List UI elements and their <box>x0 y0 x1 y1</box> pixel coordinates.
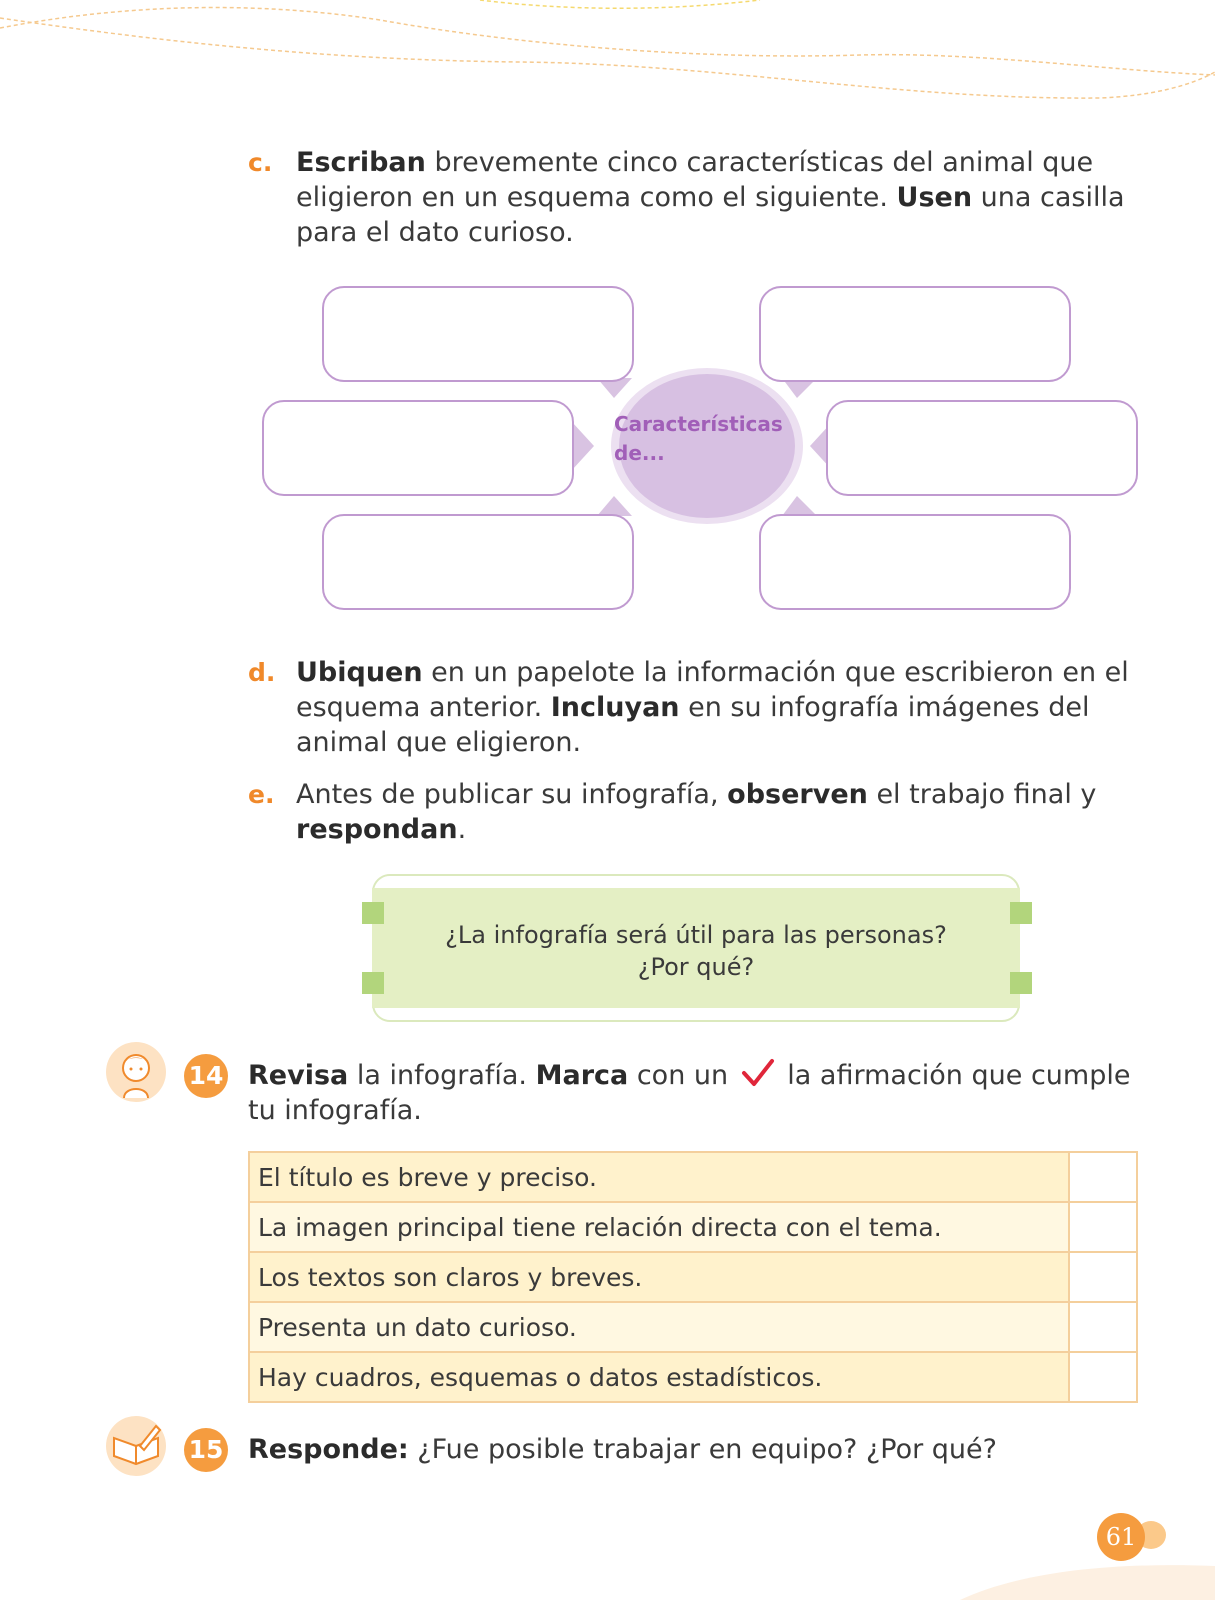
verb-revisa: Revisa <box>248 1060 349 1091</box>
check-icon <box>741 1059 774 1086</box>
note-tab-bottom-right <box>1010 972 1032 994</box>
instruction-e-text-3: . <box>457 814 467 845</box>
activity-14-text-1: la infografía. <box>348 1060 536 1091</box>
instruction-d-text-1: en un papelote la información que escrib… <box>296 657 1129 723</box>
checklist-statement: Hay cuadros, esquemas o datos estadístic… <box>247 1351 1071 1403</box>
bottom-decoration <box>960 1565 1215 1600</box>
instruction-c-text-2: una casilla para el dato curioso. <box>296 182 1125 248</box>
checklist-statement: Los textos son claros y breves. <box>247 1251 1071 1303</box>
scheme-connectors <box>572 368 832 524</box>
item-letter-c: c. <box>248 148 273 177</box>
scheme-box-middle-right[interactable] <box>826 400 1138 496</box>
scheme-box-bottom-left[interactable] <box>322 514 634 610</box>
verb-marca: Marca <box>535 1060 629 1091</box>
checklist-checkbox[interactable] <box>1068 1151 1138 1203</box>
note-tab-top-right <box>1010 902 1032 924</box>
note-question-line-2: ¿Por qué? <box>637 953 755 981</box>
verb-respondan: respondan <box>296 814 458 845</box>
scheme-box-middle-left[interactable] <box>262 400 574 496</box>
instruction-d-text-2: en su infografía imágenes del animal que… <box>296 692 1090 758</box>
activity-14-text-3: la afirmación que cumple tu infografía. <box>248 1060 1131 1126</box>
note-tab-bottom-left <box>362 972 384 994</box>
scheme-box-top-right[interactable] <box>759 286 1071 382</box>
instruction-c: c. Escriban brevemente cinco característ… <box>248 145 1138 250</box>
note-question-line-1: ¿La infografía será útil para las person… <box>445 921 947 949</box>
instruction-d-text: Ubiquen en un papelote la información qu… <box>296 655 1138 760</box>
table-row: Presenta un dato curioso. <box>247 1301 1138 1353</box>
characteristics-scheme: Características de... <box>262 286 1142 616</box>
scheme-center-label: Características de... <box>614 412 783 465</box>
checklist-checkbox[interactable] <box>1068 1251 1138 1303</box>
activity-15-instruction: Responde: ¿Fue posible trabajar en equip… <box>248 1432 1138 1467</box>
verb-observen: observen <box>727 779 868 810</box>
question-note <box>372 888 1020 1008</box>
item-letter-d: d. <box>248 658 276 687</box>
note-tab-top-left <box>362 902 384 924</box>
table-row: Los textos son claros y breves. <box>247 1251 1138 1303</box>
table-row: Hay cuadros, esquemas o datos estadístic… <box>247 1351 1138 1403</box>
checklist-statement: La imagen principal tiene relación direc… <box>247 1201 1071 1253</box>
checklist-statement: El título es breve y preciso. <box>247 1151 1071 1203</box>
checklist-checkbox[interactable] <box>1068 1201 1138 1253</box>
verb-ubiquen: Ubiquen <box>296 657 423 688</box>
table-row: La imagen principal tiene relación direc… <box>247 1201 1138 1253</box>
activity-14-instruction: Revisa la infografía. Marca con un la af… <box>248 1058 1138 1128</box>
activity-14-text-2: con un <box>628 1060 737 1091</box>
question-note-text: ¿La infografía será útil para las person… <box>372 919 1020 983</box>
instruction-c-text-1: brevemente cinco características del ani… <box>296 147 1094 213</box>
checklist-checkbox[interactable] <box>1068 1301 1138 1353</box>
writing-notebook-icon <box>106 1416 166 1476</box>
verb-incluyan: Incluyan <box>550 692 680 723</box>
verb-usen: Usen <box>896 182 973 213</box>
verb-escriban: Escriban <box>296 147 426 178</box>
instruction-c-text: Escriban brevemente cinco característica… <box>296 145 1138 250</box>
instruction-e-text: Antes de publicar su infografía, observe… <box>296 777 1138 847</box>
instruction-e: e. Antes de publicar su infografía, obse… <box>248 777 1138 847</box>
activity-15-number: 15 <box>184 1428 228 1472</box>
student-avatar-icon <box>106 1042 166 1102</box>
top-decoration <box>0 0 1215 99</box>
instruction-d: d. Ubiquen en un papelote la información… <box>248 655 1138 760</box>
page-number: 61 <box>1097 1513 1145 1561</box>
checklist-statement: Presenta un dato curioso. <box>247 1301 1071 1353</box>
item-letter-e: e. <box>248 780 275 809</box>
scheme-box-bottom-right[interactable] <box>759 514 1071 610</box>
verb-responde: Responde: <box>248 1434 409 1465</box>
activity-14-number: 14 <box>184 1054 228 1098</box>
activity-15-question: ¿Fue posible trabajar en equipo? ¿Por qu… <box>408 1434 997 1465</box>
instruction-e-text-2: el trabajo final y <box>867 779 1097 810</box>
table-row: El título es breve y preciso. <box>247 1151 1138 1203</box>
scheme-box-top-left[interactable] <box>322 286 634 382</box>
infographic-checklist: El título es breve y preciso. La imagen … <box>247 1151 1138 1403</box>
checklist-checkbox[interactable] <box>1068 1351 1138 1403</box>
instruction-e-text-1: Antes de publicar su infografía, <box>296 779 728 810</box>
